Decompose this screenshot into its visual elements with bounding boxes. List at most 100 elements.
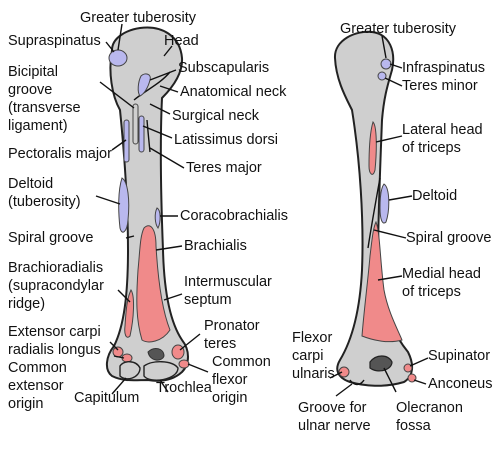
label-pectoralis-major: Pectoralis major: [8, 146, 112, 162]
label-lateral-head-triceps-1: Lateral head: [402, 122, 483, 138]
medial-head-of-triceps-attachment: [361, 220, 403, 343]
leader-olecranon-fossa: [383, 367, 397, 393]
label-supraspinatus: Supraspinatus: [8, 33, 101, 49]
label-post-spiral-groove: Spiral groove: [406, 230, 491, 246]
label-medial-head-triceps-2: of triceps: [402, 284, 461, 300]
label-brachialis: Brachialis: [184, 238, 247, 254]
posterior-spiral-groove: [367, 177, 381, 249]
leader-brachialis: [155, 245, 183, 251]
trochlea-shape: [143, 361, 179, 381]
lateral-head-of-triceps-attachment: [368, 121, 377, 175]
flexor-carpi-ulnaris-attachment: [338, 366, 350, 378]
ulnar-nerve-groove-shape: [349, 379, 365, 386]
label-bicipital-groove-4: ligament): [8, 118, 68, 134]
label-deltoid-2: (tuberosity): [8, 194, 81, 210]
label-trochlea: Trochlea: [156, 380, 213, 396]
capitulum-shape: [119, 361, 141, 380]
label-olecranon-fossa-2: fossa: [396, 418, 432, 434]
leader-supraspinatus: [105, 41, 115, 53]
label-deltoid-1: Deltoid: [8, 176, 53, 192]
infraspinatus-attachment: [380, 58, 392, 70]
label-flexor-carpi-ulnaris-2: carpi: [292, 348, 323, 364]
leader-teres-minor: [384, 77, 403, 87]
leader-trochlea: [159, 379, 169, 393]
anterior-humerus: [106, 26, 190, 382]
leader-brachioradialis: [117, 289, 131, 303]
label-post-greater-tuberosity: Greater tuberosity: [340, 21, 457, 37]
teres-minor-attachment: [377, 71, 387, 81]
leader-common-flexor: [187, 363, 209, 373]
leader-common-extensor: [113, 355, 125, 359]
label-ulnar-groove-1: Groove for: [298, 400, 367, 416]
label-brachioradialis-2: (supracondylar: [8, 278, 104, 294]
label-extensor-carpi-1: Extensor carpi: [8, 324, 101, 340]
label-pronator-teres-1: Pronator: [204, 318, 260, 334]
supraspinatus-attachment: [108, 49, 128, 67]
leader-medial-head-triceps: [377, 275, 403, 281]
leader-teres-major: [149, 147, 185, 169]
leader-ulnar-groove: [335, 383, 353, 397]
olecranon-fossa-shape: [369, 355, 393, 372]
label-ulnar-groove-2: ulnar nerve: [298, 418, 371, 434]
label-teres-major: Teres major: [186, 160, 262, 176]
leader-capitulum: [111, 377, 127, 395]
label-intermuscular-septum-2: septum: [184, 292, 232, 308]
label-latissimus-dorsi: Latissimus dorsi: [174, 132, 278, 148]
label-surgical-neck: Surgical neck: [172, 108, 260, 124]
leader-supinator: [409, 357, 429, 367]
label-extensor-carpi-2: radialis longus: [8, 342, 101, 358]
label-anatomical-neck: Anatomical neck: [180, 84, 287, 100]
leader-post-deltoid: [388, 195, 413, 201]
anatomical-neck-line: [133, 71, 171, 101]
label-greater-tuberosity: Greater tuberosity: [80, 10, 197, 26]
label-common-extensor-2: extensor: [8, 378, 64, 394]
brachialis-attachment: [136, 225, 171, 343]
label-supinator: Supinator: [428, 348, 490, 364]
leader-infraspinatus: [389, 63, 403, 69]
leader-head: [163, 45, 173, 57]
anterior-labels: Greater tuberosity Supraspinatus Head Su…: [8, 10, 288, 412]
label-common-flexor-1: Common: [212, 354, 271, 370]
coracobrachialis-attachment: [154, 207, 161, 229]
label-bicipital-groove-3: (transverse: [8, 100, 81, 116]
posterior-labels: Greater tuberosity Infraspinatus Teres m…: [292, 21, 493, 434]
leader-subscapularis: [149, 69, 177, 81]
anterior-humerus-outline: [106, 26, 189, 382]
leader-anconeus: [413, 379, 427, 385]
leader-extensor-carpi: [109, 341, 119, 351]
leader-surgical-neck: [149, 103, 171, 115]
label-bicipital-groove-2: groove: [8, 82, 52, 98]
leader-intermuscular-septum: [163, 293, 183, 301]
pronator-teres-attachment: [171, 344, 185, 360]
leader-pronator-teres: [179, 333, 201, 351]
label-intermuscular-septum-1: Intermuscular: [184, 274, 272, 290]
label-medial-head-triceps-1: Medial head: [402, 266, 481, 282]
teres-major-ridge: [146, 119, 151, 153]
label-flexor-carpi-ulnaris-1: Flexor: [292, 330, 332, 346]
subscapularis-attachment: [137, 73, 151, 97]
label-capitulum: Capitulum: [74, 390, 139, 406]
label-infraspinatus: Infraspinatus: [402, 60, 485, 76]
label-brachioradialis-3: ridge): [8, 296, 45, 312]
label-spiral-groove: Spiral groove: [8, 230, 93, 246]
label-pronator-teres-2: teres: [204, 336, 236, 352]
label-subscapularis: Subscapularis: [178, 60, 269, 76]
label-common-flexor-2: flexor: [212, 372, 248, 388]
posterior-deltoid-attachment: [379, 183, 390, 224]
label-post-deltoid: Deltoid: [412, 188, 457, 204]
label-lateral-head-triceps-2: of triceps: [402, 140, 461, 156]
leader-pectoralis-major: [111, 139, 127, 151]
leader-latissimus-dorsi: [142, 125, 173, 139]
leader-flexor-carpi-ulnaris: [329, 371, 343, 379]
label-coracobrachialis: Coracobrachialis: [180, 208, 288, 224]
leader-post-greater-tuberosity: [381, 35, 387, 59]
label-olecranon-fossa-1: Olecranon: [396, 400, 463, 416]
coronoid-fossa: [147, 348, 165, 361]
leader-lateral-head-triceps: [375, 135, 403, 143]
common-flexor-origin-attachment: [178, 359, 190, 369]
leader-anatomical-neck: [159, 85, 179, 93]
leader-greater-tuberosity: [117, 23, 123, 51]
label-anconeus: Anconeus: [428, 376, 493, 392]
